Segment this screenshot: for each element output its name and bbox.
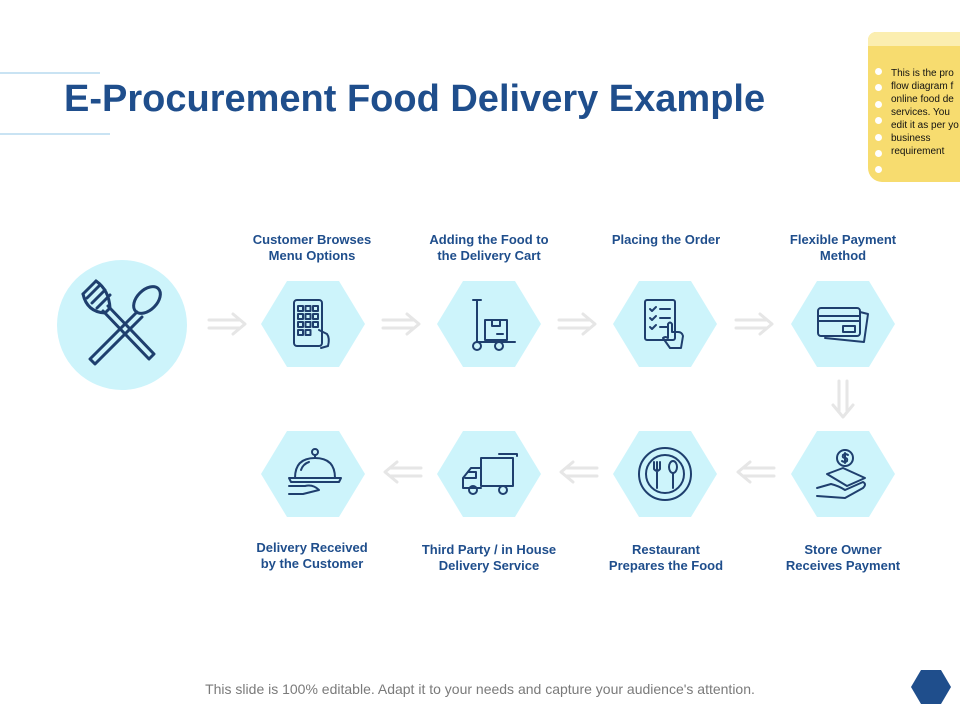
step-label-delivery-received: Delivery Received by the Customer [256, 540, 368, 571]
sticky-note-holes [875, 68, 885, 182]
flow-arrow-7 [383, 460, 423, 484]
center-food-circle [57, 260, 187, 390]
phone-menu-icon [293, 299, 330, 349]
flow-arrow-1 [207, 312, 247, 336]
header-deco-line-bottom [0, 133, 110, 135]
credit-card-icon [817, 307, 869, 343]
step-hex-add-to-cart [437, 281, 541, 367]
footer-text: This slide is 100% editable. Adapt it to… [205, 681, 755, 697]
step-label-browse-menu: Customer Browses Menu Options [252, 232, 372, 263]
fork-spoon-icon [81, 279, 162, 366]
order-checklist-icon [644, 299, 684, 349]
step-hex-place-order [613, 281, 717, 367]
step-hex-delivery-service [437, 431, 541, 517]
page-title: E-Procurement Food Delivery Example [64, 78, 766, 120]
cloche-icon [288, 448, 342, 495]
step-hex-payment-method [791, 281, 895, 367]
flow-arrow-6 [559, 460, 599, 484]
sticky-note-text: This is the pro flow diagram f online fo… [891, 68, 959, 157]
step-hex-owner-payment [791, 431, 895, 517]
flow-arrow-2 [381, 312, 421, 336]
delivery-truck-icon [462, 453, 518, 495]
plate-icon [638, 447, 692, 501]
step-label-restaurant-prepares: Restaurant Prepares the Food [608, 542, 724, 573]
hand-truck-icon [472, 299, 516, 351]
flow-arrow-3 [557, 312, 597, 336]
header-deco-line-top [0, 72, 100, 74]
sticky-note-header [868, 32, 960, 46]
flow-arrow-4 [734, 312, 774, 336]
corner-hexagon [911, 670, 951, 704]
step-label-delivery-service: Third Party / in House Delivery Service [421, 542, 557, 573]
step-label-add-to-cart: Adding the Food to the Delivery Cart [429, 232, 549, 263]
flow-arrow-5 [736, 460, 776, 484]
step-label-place-order: Placing the Order [611, 232, 721, 247]
payment-hand-icon [816, 449, 866, 499]
step-hex-restaurant-prepares [613, 431, 717, 517]
step-hex-browse-menu [261, 281, 365, 367]
sticky-note: This is the pro flow diagram f online fo… [868, 32, 960, 182]
step-label-owner-payment: Store Owner Receives Payment [785, 542, 901, 573]
flow-arrow-down [831, 379, 855, 419]
step-hex-delivery-received [261, 431, 365, 517]
step-label-payment-method: Flexible Payment Method [789, 232, 897, 263]
